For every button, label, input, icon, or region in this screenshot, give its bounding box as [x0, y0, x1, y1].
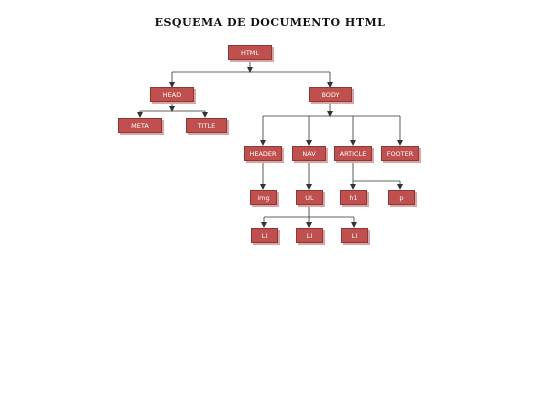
node-body: BODY	[309, 87, 352, 102]
node-nav: NAV	[292, 146, 326, 161]
node-meta: META	[118, 118, 162, 133]
node-head: HEAD	[150, 87, 194, 102]
node-p: p	[388, 190, 415, 205]
node-li-1: LI	[251, 228, 278, 243]
node-li-3: LI	[341, 228, 368, 243]
node-footer: FOOTER	[381, 146, 419, 161]
node-ul: UL	[296, 190, 323, 205]
node-li-2: LI	[296, 228, 323, 243]
node-header: HEADER	[244, 146, 282, 161]
node-img: img	[250, 190, 277, 205]
node-html: HTML	[228, 45, 272, 60]
diagram-title: ESQUEMA DE DOCUMENTO HTML	[154, 16, 386, 29]
node-article: ARTICLE	[334, 146, 372, 161]
node-h1: h1	[340, 190, 367, 205]
node-title: TITLE	[186, 118, 227, 133]
